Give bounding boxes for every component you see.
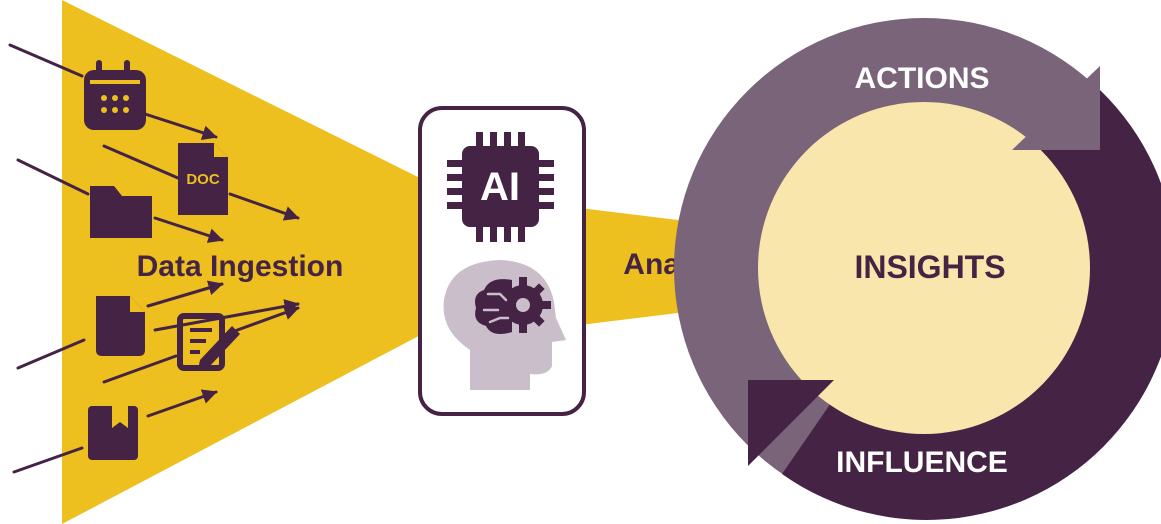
doc-file-icon: DOC — [178, 143, 228, 215]
actions-label: ACTIONS — [855, 62, 990, 95]
edit-form-icon — [177, 313, 240, 371]
data-ingestion-label: Data Ingestion — [137, 250, 344, 283]
brain-gear-head-icon — [443, 260, 566, 390]
actions-arrowhead — [1012, 66, 1100, 150]
influence-label: INFLUENCE — [836, 446, 1008, 479]
doc-label: DOC — [186, 171, 220, 188]
input-lines — [8, 43, 180, 474]
ingestion-funnel — [62, 0, 430, 524]
ai-chip-label: AI — [480, 165, 520, 209]
folder-icon — [90, 186, 152, 238]
document-icon — [96, 296, 145, 356]
insights-label: INSIGHTS — [854, 249, 1005, 285]
influence-arrowhead — [748, 380, 834, 466]
ai-chip-icon: AI — [447, 132, 554, 242]
calendar-icon — [84, 60, 146, 130]
bookmark-book-icon — [88, 406, 138, 460]
